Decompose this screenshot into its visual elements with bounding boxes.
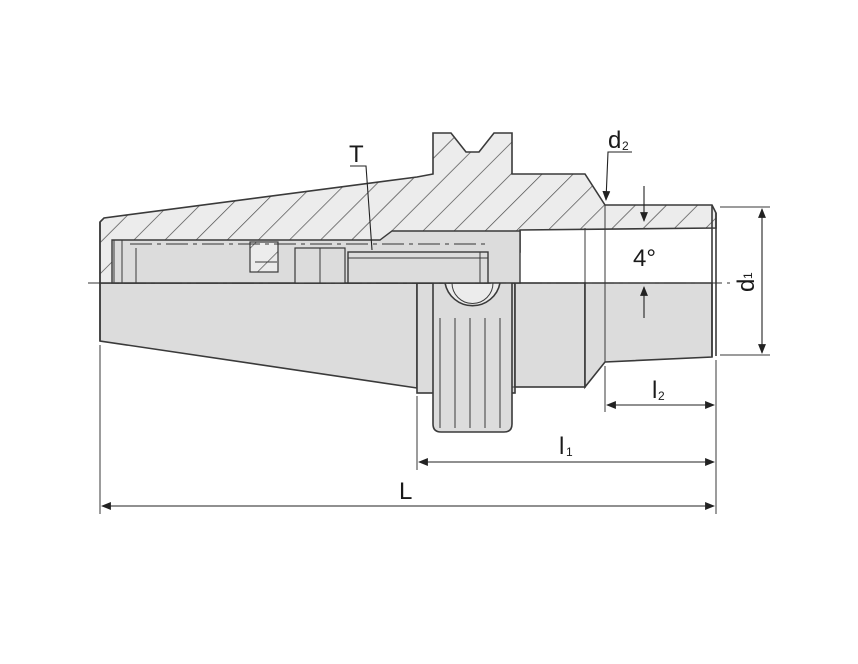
dimension-l2: l 2 xyxy=(604,360,717,412)
label-l1: l xyxy=(559,433,564,460)
label-d1-sub: 1 xyxy=(741,272,755,279)
dimension-d2: d 2 xyxy=(602,127,632,201)
label-l2-sub: 2 xyxy=(658,389,665,403)
dimension-L: L xyxy=(99,345,717,514)
lower-body xyxy=(99,282,713,433)
collar-lower xyxy=(514,282,586,388)
dimension-d1: d 1 xyxy=(720,206,770,356)
upper-section xyxy=(99,132,717,284)
label-angle: 4° xyxy=(633,245,656,272)
taper-shank-lower xyxy=(99,282,418,389)
label-l1-sub: 1 xyxy=(566,445,573,459)
drive-slot xyxy=(444,282,501,307)
label-d2-sub: 2 xyxy=(622,139,629,153)
label-l2: l xyxy=(652,377,657,404)
dimension-l1: l 1 xyxy=(416,396,717,470)
pull-stud xyxy=(347,251,489,284)
dimension-angle: 4° xyxy=(633,186,656,318)
nose-lower xyxy=(584,282,713,390)
set-screw xyxy=(249,241,279,273)
label-T: T xyxy=(349,141,364,168)
label-d2: d xyxy=(608,127,621,154)
label-L: L xyxy=(399,478,412,505)
v-flange-profile xyxy=(432,283,513,433)
dimension-T: T xyxy=(349,141,373,251)
label-d1: d xyxy=(733,279,760,292)
